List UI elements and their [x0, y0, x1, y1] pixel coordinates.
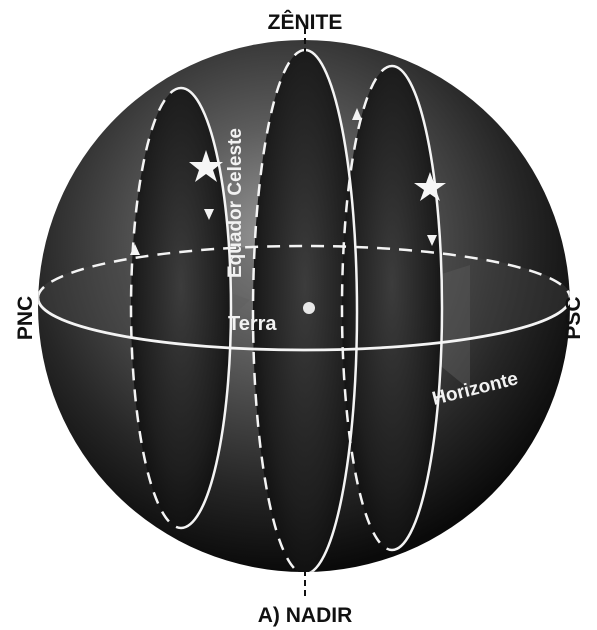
psc-label: PSC: [562, 296, 585, 339]
celestial-equator-label: Equador Celeste: [225, 128, 246, 278]
pnc-label: PNC: [14, 296, 37, 340]
earth-label: Terra: [228, 313, 277, 335]
earth-dot-icon: [303, 302, 315, 314]
zenith-label: ZÊNITE: [268, 10, 343, 34]
nadir-label: A) NADIR: [258, 604, 353, 627]
